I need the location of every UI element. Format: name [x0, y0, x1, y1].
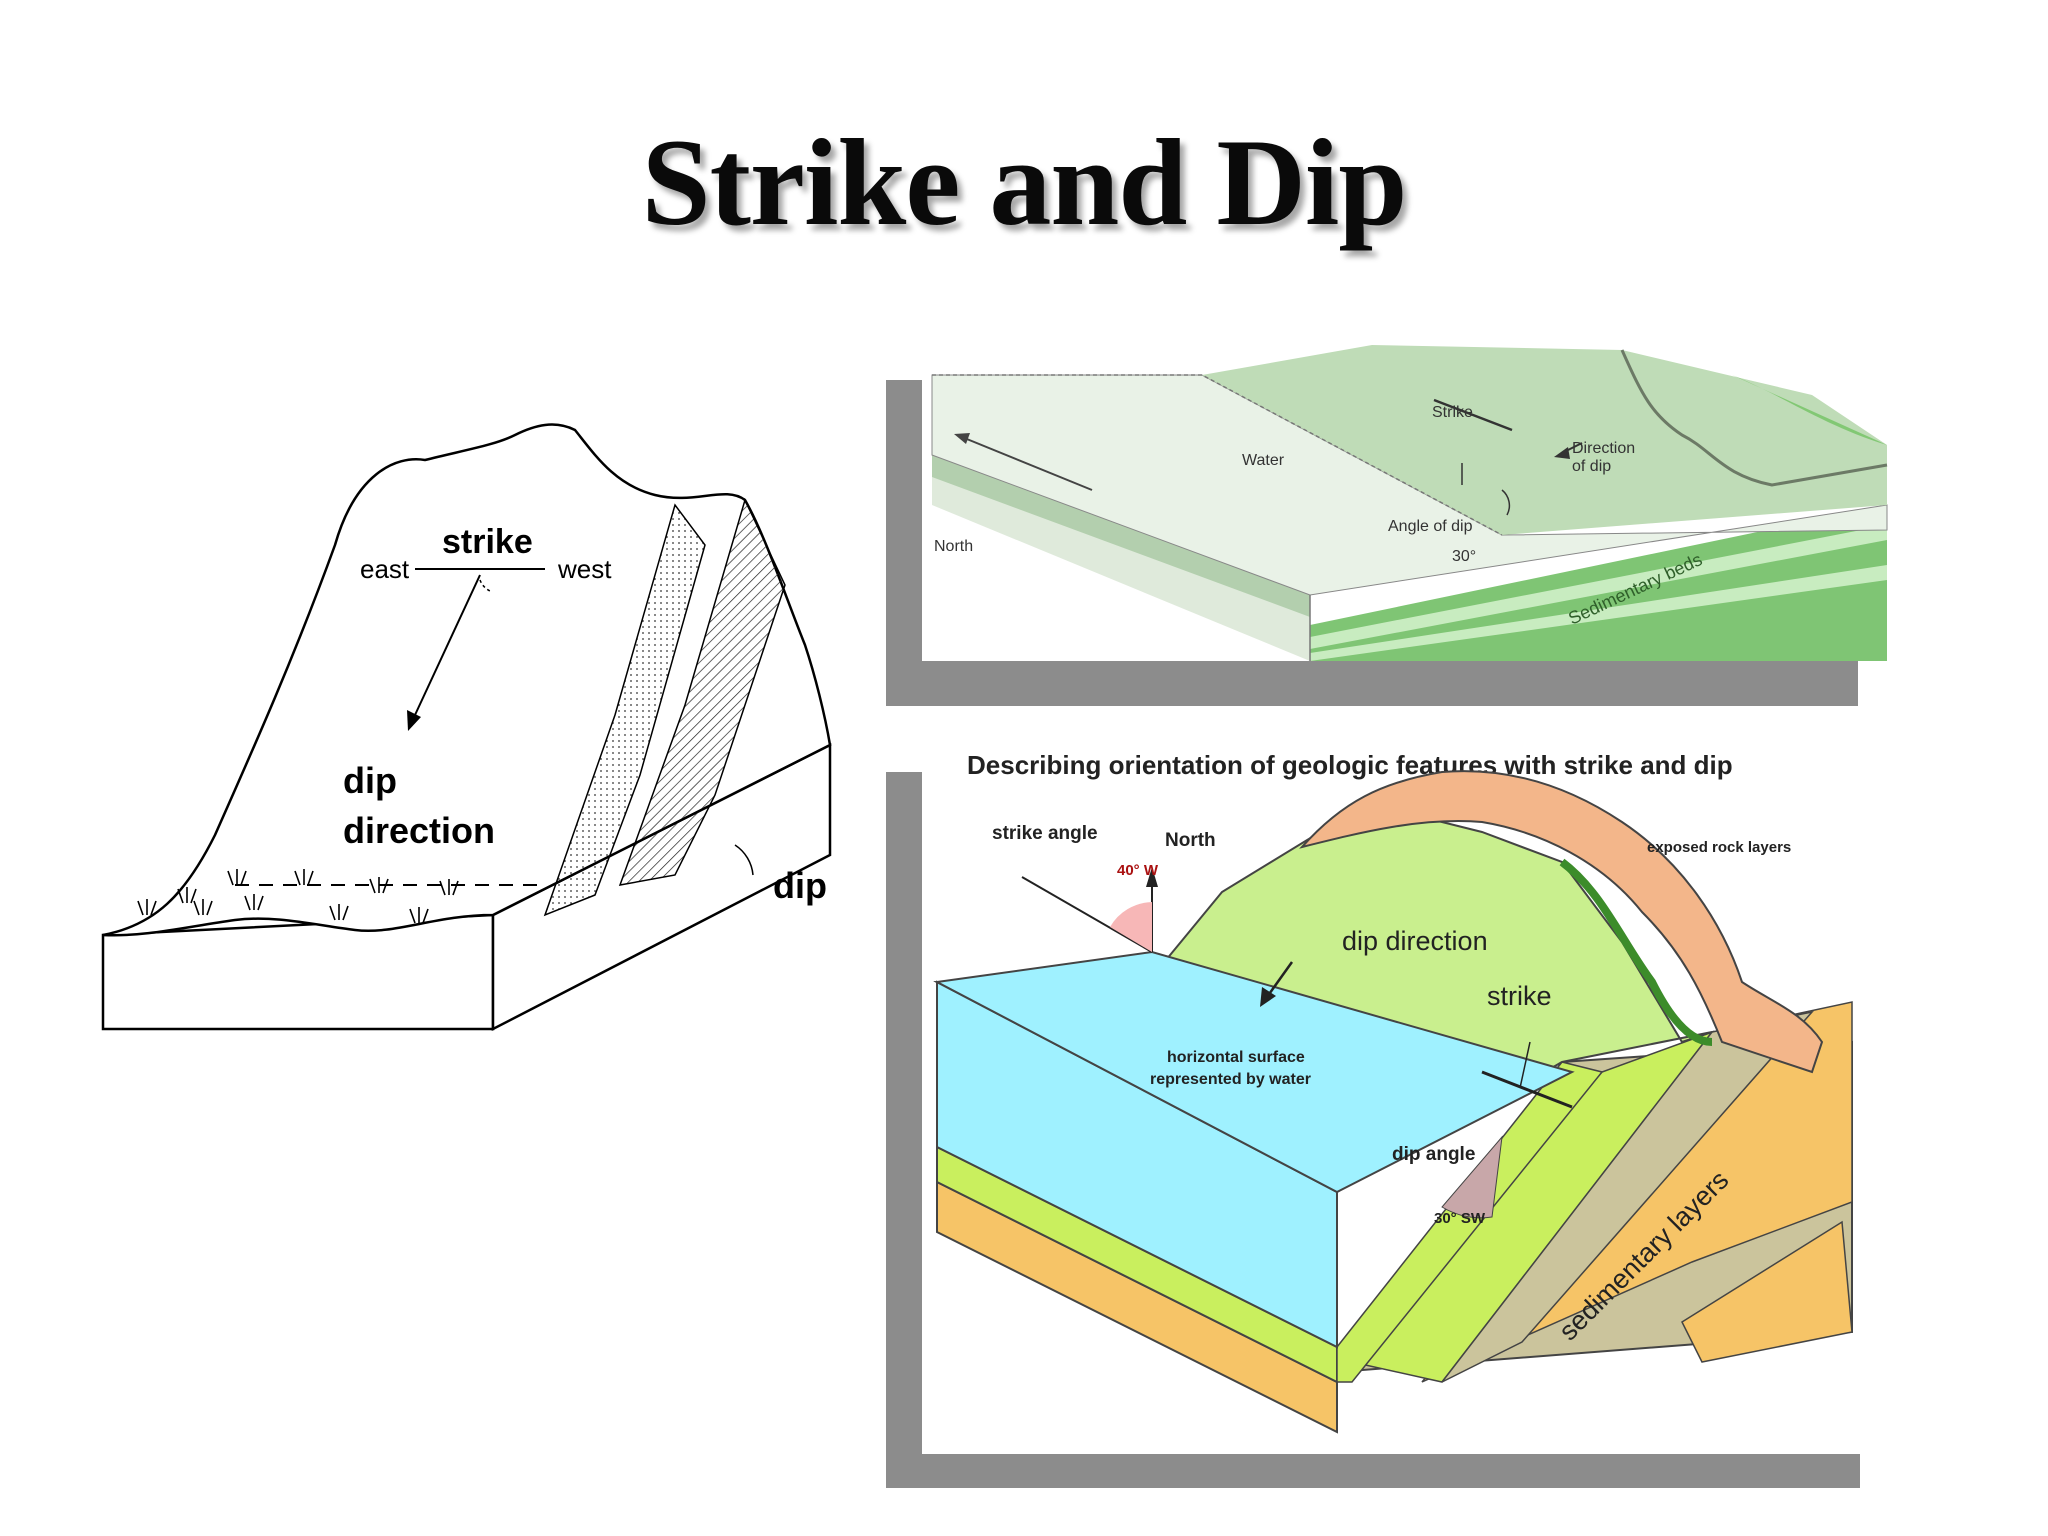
dip-direction-label-line2: direction	[343, 810, 495, 851]
bottom-right-block-diagram: Describing orientation of geologic featu…	[922, 742, 1880, 1454]
strike-label: Strike	[1432, 404, 1473, 421]
horizontal-surface-label-line2: represented by water	[1150, 1071, 1311, 1088]
direction-of-dip-label-line2: of dip	[1572, 458, 1611, 475]
strike-label: strike	[1487, 981, 1552, 1011]
exposed-rock	[1299, 770, 1824, 1074]
strike-angle-wedge	[1110, 902, 1152, 952]
hatched-layer	[618, 497, 786, 886]
north-label: North	[1165, 830, 1216, 851]
horizontal-surface-label-line1: horizontal surface	[1167, 1049, 1305, 1066]
west-label: west	[557, 554, 612, 584]
strike-label: strike	[442, 523, 533, 561]
angle-value-label: 30°	[1452, 548, 1476, 565]
strike-angle-label: strike angle	[992, 823, 1098, 844]
layer-yellow-band-right	[1681, 1220, 1853, 1363]
strike-angle-value: 40° W	[1117, 862, 1159, 879]
arrow-icon	[407, 710, 421, 731]
dip-direction-label: dip direction	[1342, 926, 1488, 956]
dip-angle-label: dip angle	[1392, 1144, 1475, 1165]
water-label: Water	[1242, 452, 1285, 469]
left-block-diagram: strike east west dip direction dip	[101, 423, 832, 1032]
slide-title: Strike and Dip	[641, 114, 1408, 251]
dip-angle-wedge	[1441, 1135, 1503, 1219]
north-label: North	[934, 538, 973, 555]
dip-angle-value: 30° SW	[1434, 1210, 1486, 1227]
dotted-layer	[543, 503, 706, 917]
strike-symbol	[1433, 398, 1513, 432]
exposed-rock-layers-label: exposed rock layers	[1647, 839, 1791, 856]
strike-symbol	[1481, 1070, 1573, 1109]
top-right-block-diagram: Water Strike Direction of dip Angle of d…	[922, 345, 1888, 661]
dip-direction-label-line1: dip	[343, 760, 397, 801]
angle-of-dip-label: Angle of dip	[1388, 518, 1473, 535]
direction-of-dip-label-line1: Direction	[1572, 440, 1635, 457]
dip-label: dip	[773, 865, 827, 906]
east-label: east	[360, 554, 410, 584]
hillside-surface	[1202, 345, 1887, 535]
water-top-surface	[933, 950, 1575, 1194]
bottom-diagram-title: Describing orientation of geologic featu…	[967, 750, 1733, 780]
layer-tan-band	[1441, 1010, 1815, 1383]
grass-tuft-icon	[137, 869, 459, 924]
